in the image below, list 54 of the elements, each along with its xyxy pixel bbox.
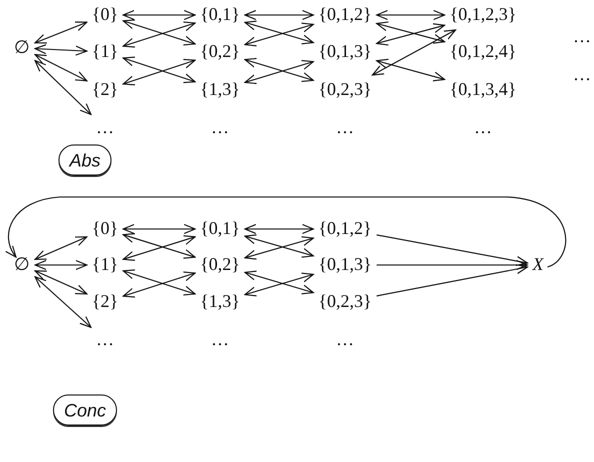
arrow [376,234,528,266]
arrow [34,54,88,82]
set-label: {0,1,3} [318,42,372,62]
set-label: {1,3} [200,292,240,312]
set-label: {0,1,2,4} [450,42,516,62]
empty-set-symbol: ∅ [14,255,30,275]
set-label: {0,1,2} [318,5,372,25]
arrow [34,260,88,270]
set-label: {0} [92,5,118,25]
set-label: {1} [92,42,118,62]
set-label: {0,1,2} [318,219,372,239]
arrow [122,10,196,20]
ellipsis: … [573,65,591,85]
arrow [34,236,88,260]
arrow [376,10,446,20]
set-label: {1,3} [200,80,240,100]
set-label: {0,2} [200,42,240,62]
set-label: {0,2,3} [318,292,372,312]
ellipsis: … [211,330,229,350]
set-label: {0,1} [200,219,240,239]
set-label: {2} [92,80,118,100]
set-label: {0,2} [200,255,240,275]
arrow [376,264,528,296]
arrow [34,22,88,44]
arrow [34,44,88,56]
arrow [6,196,566,268]
ellipsis: … [336,330,354,350]
set-label: {0,1,3} [318,255,372,275]
arrow [372,29,456,76]
set-label: {0,1,3,4} [450,80,516,100]
set-label: {1} [92,255,118,275]
ellipsis: … [96,118,114,138]
set-label: {0} [92,219,118,239]
ellipsis: … [573,27,591,47]
arrow [376,260,528,270]
domain-tag: Conc [52,394,118,426]
arrow [376,58,446,82]
arrow [244,10,314,20]
arrow [34,270,88,294]
empty-set-symbol: ∅ [14,38,30,58]
ellipsis: … [96,330,114,350]
set-label: {0,2,3} [318,80,372,100]
arrow [122,224,196,234]
arrow [34,276,92,328]
set-label: {2} [92,292,118,312]
ellipsis: … [474,118,492,138]
ellipsis: … [211,118,229,138]
arrow [244,224,314,234]
arrow [34,60,92,116]
ellipsis: … [336,118,354,138]
variable-label: X [532,255,544,275]
set-label: {0,1} [200,5,240,25]
set-label: {0,1,2,3} [450,5,516,25]
domain-tag: Abs [58,144,112,176]
